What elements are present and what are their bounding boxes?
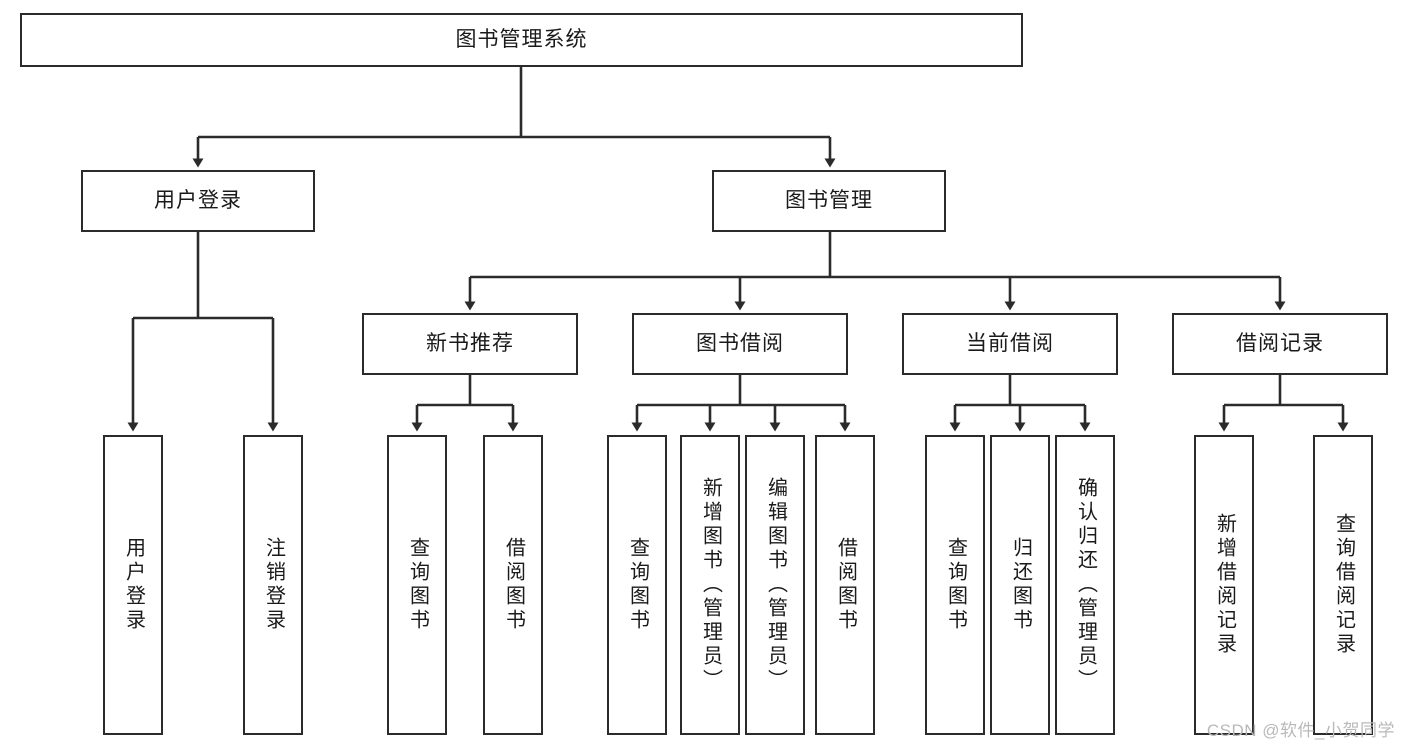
node-label: 查询图书 — [626, 537, 649, 633]
leaf-borrow-edit-book-admin[interactable]: 编辑图书（管理员） — [745, 435, 805, 735]
leaf-borrow-query-book[interactable]: 查询图书 — [607, 435, 667, 735]
node-label: 当前借阅 — [966, 332, 1054, 356]
node-label: 确认归还（管理员） — [1074, 477, 1097, 693]
node-label: 用户登录 — [122, 537, 145, 633]
node-root-book-management-system[interactable]: 图书管理系统 — [20, 13, 1023, 67]
node-label: 新书推荐 — [426, 332, 514, 356]
node-label: 归还图书 — [1009, 537, 1032, 633]
node-label: 查询图书 — [406, 537, 429, 633]
node-label: 注销登录 — [262, 537, 285, 633]
leaf-user-login-logout[interactable]: 注销登录 — [243, 435, 303, 735]
leaf-current-query-book[interactable]: 查询图书 — [925, 435, 985, 735]
csdn-watermark: CSDN @软件_小贺同学 — [1206, 721, 1395, 740]
node-label: 用户登录 — [154, 189, 242, 213]
node-label: 查询借阅记录 — [1332, 513, 1355, 657]
leaf-recommend-borrow-book[interactable]: 借阅图书 — [483, 435, 543, 735]
leaf-user-login-login[interactable]: 用户登录 — [103, 435, 163, 735]
node-label: 借阅图书 — [502, 537, 525, 633]
leaf-current-return-book[interactable]: 归还图书 — [990, 435, 1050, 735]
node-label: 编辑图书（管理员） — [764, 477, 787, 693]
leaf-borrow-add-book-admin[interactable]: 新增图书（管理员） — [680, 435, 740, 735]
leaf-record-add-borrow-record[interactable]: 新增借阅记录 — [1194, 435, 1254, 735]
node-user-login[interactable]: 用户登录 — [81, 170, 315, 232]
node-label: 图书借阅 — [696, 332, 784, 356]
node-book-management[interactable]: 图书管理 — [712, 170, 946, 232]
node-book-borrow[interactable]: 图书借阅 — [632, 313, 848, 375]
node-borrow-record[interactable]: 借阅记录 — [1172, 313, 1388, 375]
node-label: 借阅图书 — [834, 537, 857, 633]
node-new-book-recommend[interactable]: 新书推荐 — [362, 313, 578, 375]
node-label: 新增借阅记录 — [1213, 513, 1236, 657]
leaf-current-confirm-return-admin[interactable]: 确认归还（管理员） — [1055, 435, 1115, 735]
leaf-recommend-query-book[interactable]: 查询图书 — [387, 435, 447, 735]
node-label: 借阅记录 — [1236, 332, 1324, 356]
node-label: 图书管理 — [785, 189, 873, 213]
node-label: 新增图书（管理员） — [699, 477, 722, 693]
leaf-record-query-borrow-record[interactable]: 查询借阅记录 — [1313, 435, 1373, 735]
node-label: 图书管理系统 — [455, 28, 588, 52]
node-label: 查询图书 — [944, 537, 967, 633]
leaf-borrow-borrow-book[interactable]: 借阅图书 — [815, 435, 875, 735]
node-current-borrow[interactable]: 当前借阅 — [902, 313, 1118, 375]
